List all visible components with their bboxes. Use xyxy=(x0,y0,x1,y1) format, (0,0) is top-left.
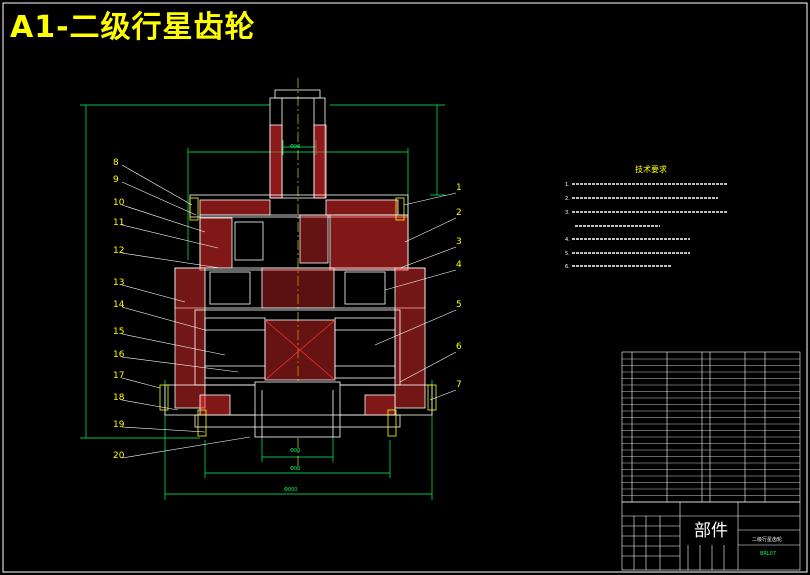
callout-number: 5 xyxy=(456,300,462,310)
callout-number: 15 xyxy=(113,327,124,337)
callout-number: 2 xyxy=(456,208,462,218)
svg-text:6.: 6. xyxy=(565,264,570,270)
callout-number: 14 xyxy=(113,300,125,310)
callout-number: 19 xyxy=(113,420,125,430)
tech-requirements-heading: 技术要求 xyxy=(635,164,667,174)
callout-number: 8 xyxy=(113,158,119,168)
svg-text:3.: 3. xyxy=(565,210,570,216)
svg-text:2.: 2. xyxy=(565,196,570,202)
tech-requirements-lines: 1. 2. 3. 4. 5. 6. xyxy=(565,182,728,270)
svg-text:Φ000: Φ000 xyxy=(284,487,297,493)
callout-number: 17 xyxy=(113,371,124,381)
callout-number: 7 xyxy=(456,380,462,390)
callout-numbers-left: 8 9 10 11 12 13 14 15 16 17 18 19 20 xyxy=(113,158,125,461)
callout-number: 1 xyxy=(456,183,462,193)
callout-number: 11 xyxy=(113,218,124,228)
callout-number: 6 xyxy=(456,342,462,352)
svg-text:4.: 4. xyxy=(565,237,570,243)
callout-number: 20 xyxy=(113,451,125,461)
title-block-line2: BRL07 xyxy=(760,551,776,557)
callout-numbers-right: 1 2 3 4 5 6 7 xyxy=(456,183,462,390)
svg-text:Φ00: Φ00 xyxy=(290,448,300,454)
upper-housing xyxy=(199,214,409,271)
top-cover xyxy=(189,194,409,218)
input-shaft xyxy=(269,89,327,199)
output-flange xyxy=(164,381,433,438)
callout-number: 16 xyxy=(113,350,125,360)
callout-number: 3 xyxy=(456,237,462,247)
parts-list xyxy=(621,351,801,503)
callout-number: 13 xyxy=(113,278,124,288)
callout-number: 12 xyxy=(113,246,124,256)
svg-text:5.: 5. xyxy=(565,251,570,257)
drawing-title: A1-二级行星齿轮 xyxy=(10,10,256,45)
svg-text:Φ00: Φ00 xyxy=(290,466,300,472)
title-block-line1: 二级行星齿轮 xyxy=(752,536,782,543)
callout-number: 4 xyxy=(456,260,462,270)
svg-text:1.: 1. xyxy=(565,182,570,188)
top-bolts xyxy=(189,197,405,221)
title-block xyxy=(621,501,801,571)
planet-stage xyxy=(194,309,401,386)
leader-lines xyxy=(121,164,457,459)
parts-list-rows xyxy=(622,358,800,496)
callout-number: 9 xyxy=(113,175,119,185)
callout-number: 10 xyxy=(113,198,125,208)
callout-number: 18 xyxy=(113,393,125,403)
svg-text:Φ00: Φ00 xyxy=(290,144,300,150)
title-block-large-label: 部件 xyxy=(694,521,728,541)
